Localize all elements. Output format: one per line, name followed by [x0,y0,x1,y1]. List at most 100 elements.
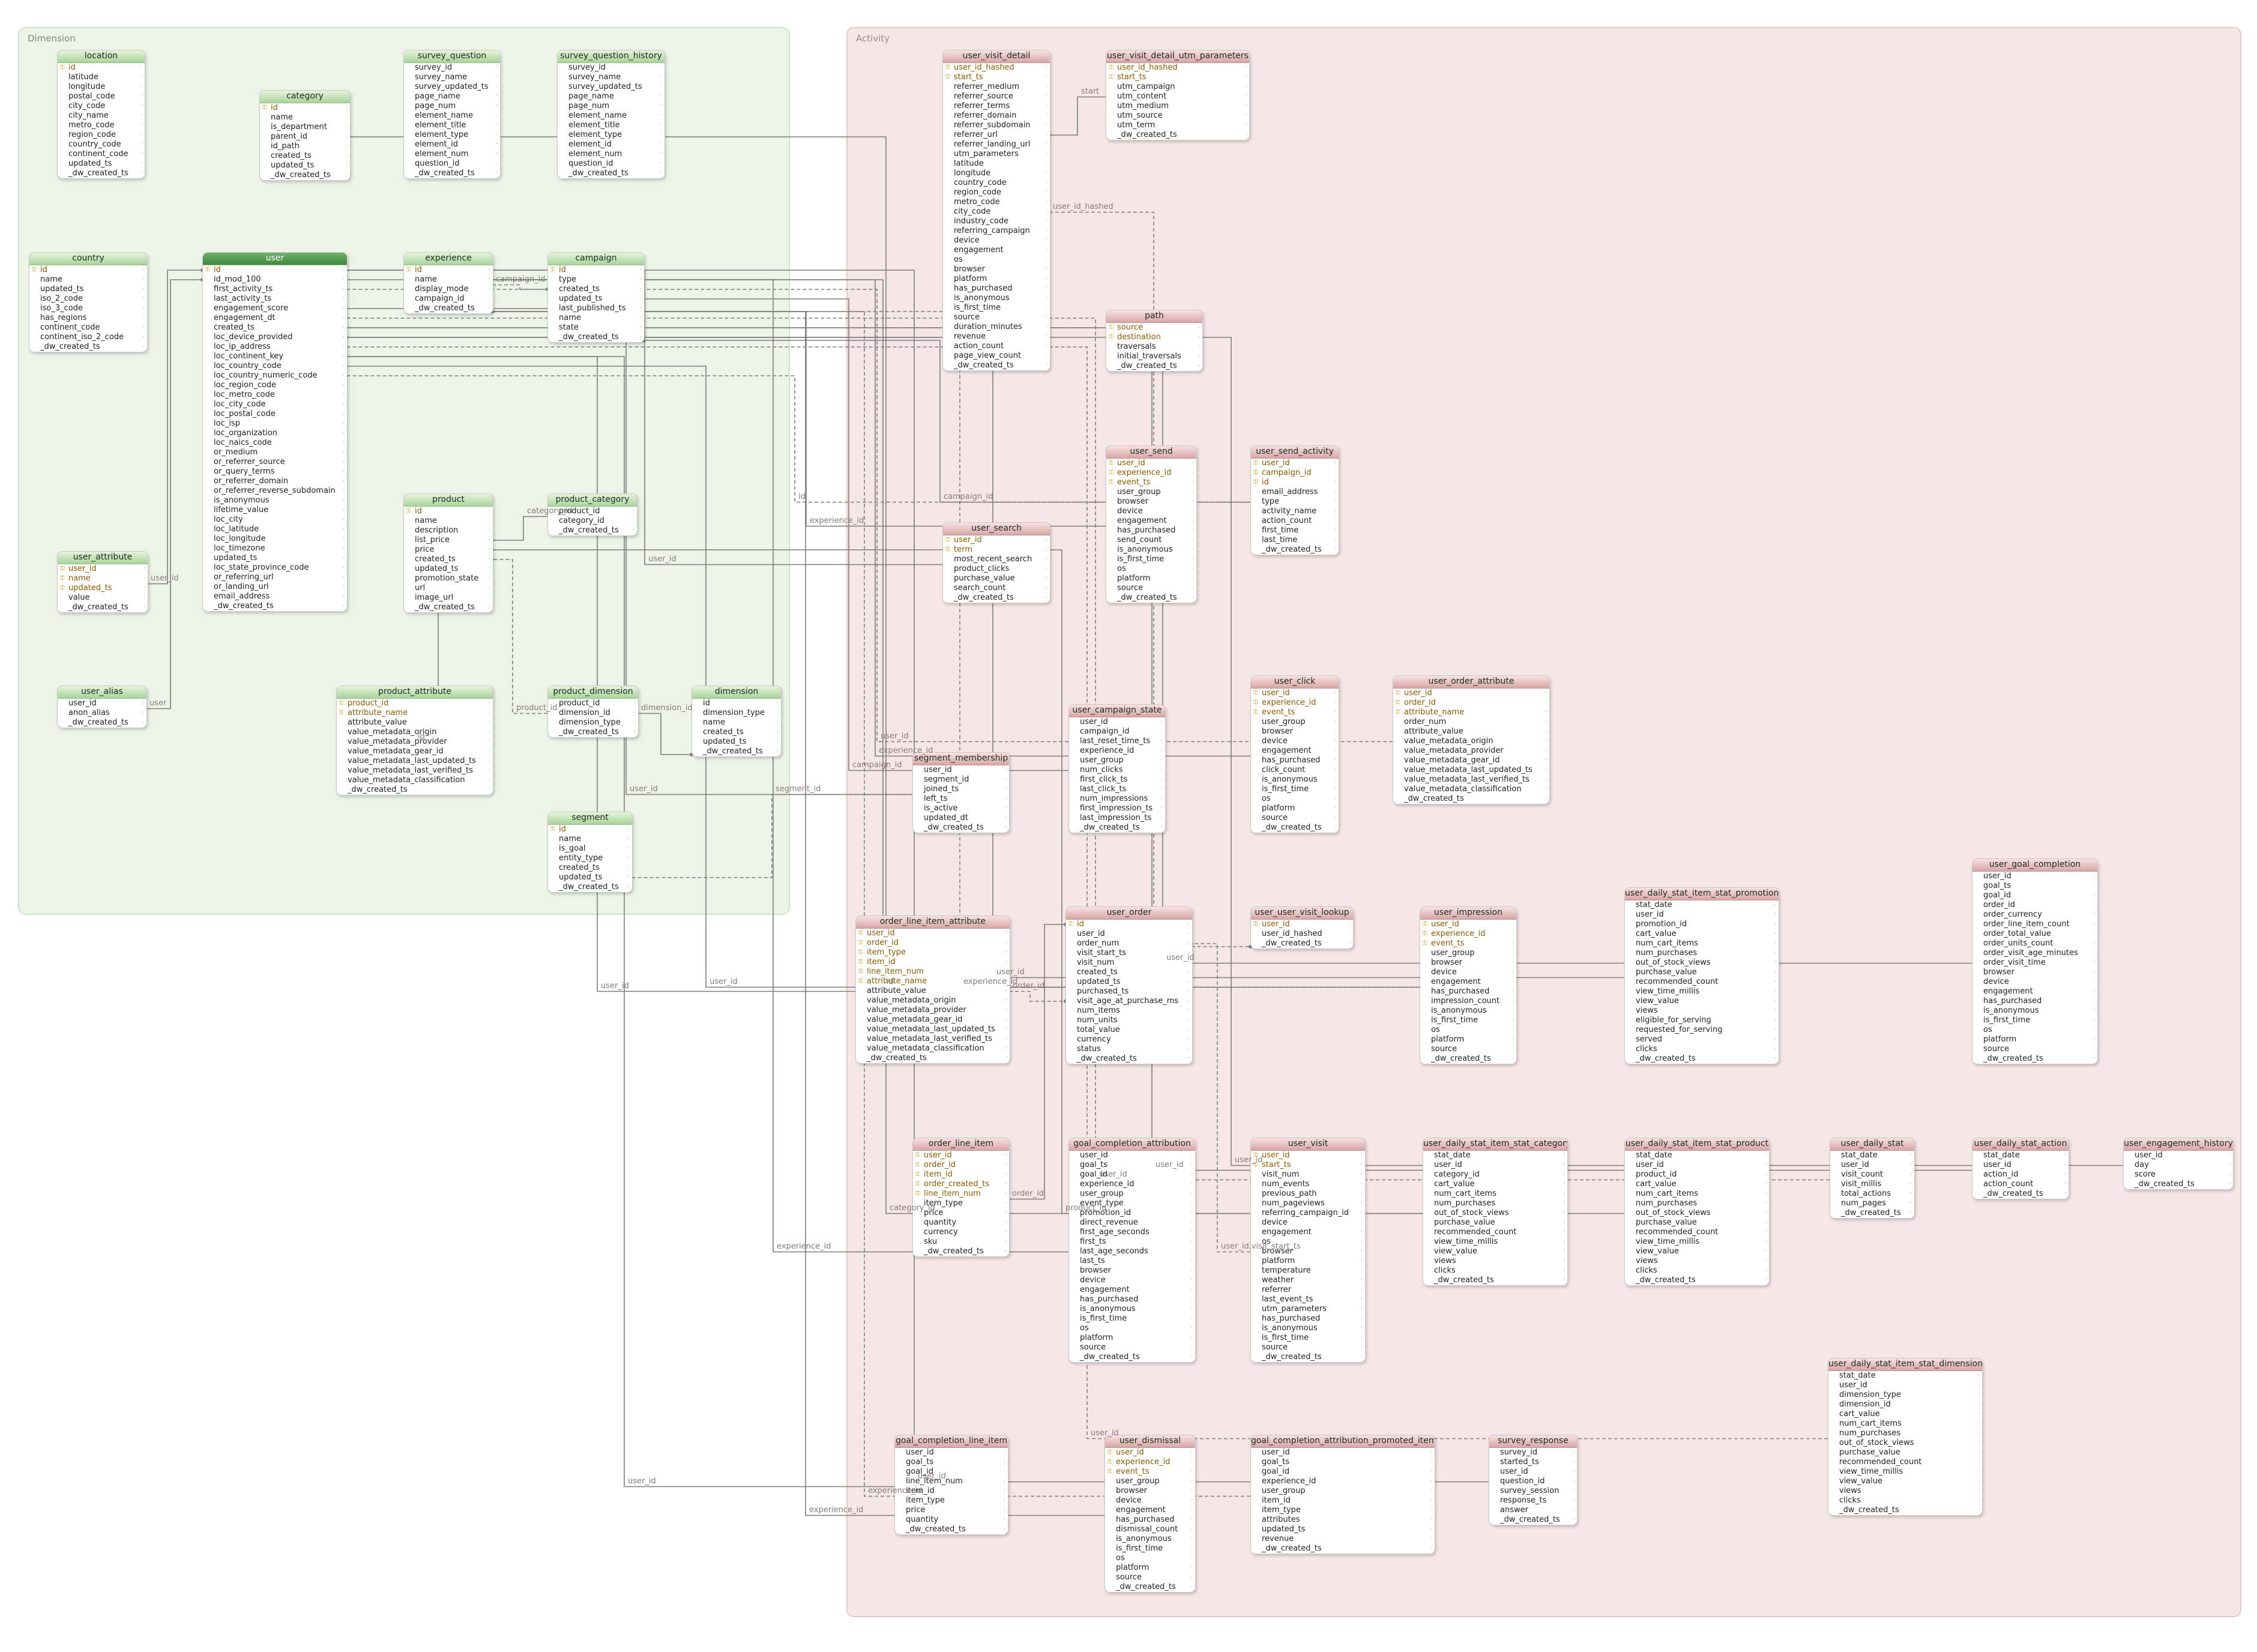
column-row[interactable]: source· [1251,1343,1365,1352]
column-row[interactable]: item_id· [895,1486,1008,1496]
column-row[interactable]: entity_type· [548,854,632,863]
column-row[interactable]: referrer· [1251,1285,1365,1295]
column-row[interactable]: last_age_seconds· [1069,1247,1195,1256]
column-row[interactable]: image_url· [404,593,493,603]
column-row[interactable]: _dw_created_ts· [1106,361,1202,371]
table-category[interactable]: category⚿id·name·is_department·parent_id… [259,90,351,181]
column-row[interactable]: updated_ts· [1251,1525,1435,1534]
table-header[interactable]: product_category [548,494,637,507]
column-row[interactable]: item_type· [895,1496,1008,1506]
column-row[interactable]: metro_code· [943,197,1050,207]
column-row[interactable]: source· [1105,1573,1195,1582]
column-row[interactable]: visit_age_at_purchase_ms· [1066,996,1192,1006]
column-row[interactable]: source· [1069,1343,1195,1352]
column-row[interactable]: has_purchased· [1105,1515,1195,1525]
column-row[interactable]: view_time_millis· [1423,1237,1567,1247]
column-row[interactable]: _dw_created_ts· [1105,1582,1195,1592]
table-header[interactable]: user_send [1106,446,1196,459]
column-row[interactable]: num_pages· [1830,1199,1914,1208]
column-row[interactable]: iso_3_code· [29,304,147,313]
column-row[interactable]: view_value· [1625,1247,1769,1256]
column-row[interactable]: last_time· [1251,535,1339,545]
column-row[interactable]: order_visit_age_minutes· [1972,948,2097,958]
column-row[interactable]: name· [29,275,147,285]
column-row[interactable]: referring_campaign_id· [1251,1208,1365,1218]
column-row[interactable]: latitude· [943,159,1050,169]
column-row[interactable]: id· [692,699,781,708]
table-user-order-attribute[interactable]: user_order_attribute⚿user_id·⚿order_id·⚿… [1393,675,1550,804]
column-row[interactable]: line_item_num· [895,1477,1008,1486]
table-header[interactable]: location [58,50,145,63]
column-row[interactable]: ⚿event_ts· [1251,708,1339,717]
column-row[interactable]: element_title· [558,121,664,130]
column-row[interactable]: updated_ts· [29,285,147,294]
table-user[interactable]: user⚿id·id_mod_100·first_activity_ts·las… [202,252,348,612]
column-row[interactable]: _dw_created_ts· [1420,1054,1516,1064]
column-row[interactable]: last_impression_ts· [1069,813,1165,823]
column-row[interactable]: recommended_count· [1625,977,1779,987]
column-row[interactable]: search_count· [943,583,1050,593]
column-row[interactable]: loc_longitude· [203,534,347,544]
column-row[interactable]: user_id· [1828,1381,1982,1390]
column-row[interactable]: user_id· [2124,1151,2233,1160]
column-row[interactable]: _dw_created_ts· [1251,939,1353,948]
column-row[interactable]: purchased_ts· [1066,987,1192,996]
column-row[interactable]: weather· [1251,1276,1365,1285]
relationship-line[interactable] [346,366,1065,988]
column-row[interactable]: page_num· [558,101,664,111]
table-header[interactable]: goal_completion_line_item [895,1435,1008,1448]
column-row[interactable]: user_group· [1105,1477,1195,1486]
column-row[interactable]: element_num· [404,149,500,159]
table-header[interactable]: segment [548,812,632,825]
column-row[interactable]: last_ts· [1069,1256,1195,1266]
column-row[interactable]: continent_code· [29,323,147,333]
column-row[interactable]: campaign_id· [404,294,493,304]
column-row[interactable]: latitude· [58,73,145,82]
column-row[interactable]: campaign_id· [1069,727,1165,737]
table-experience[interactable]: experience⚿id·name·display_mode·campaign… [403,252,493,314]
column-row[interactable]: _dw_created_ts· [1106,593,1196,603]
column-row[interactable]: utm_term· [1106,121,1249,130]
column-row[interactable]: page_name· [404,92,500,101]
column-row[interactable]: ⚿order_id· [1393,698,1549,708]
table-header[interactable]: user_attribute [58,552,148,564]
column-row[interactable]: engagement_dt· [203,313,347,323]
column-row[interactable]: loc_ip_address· [203,342,347,352]
column-row[interactable]: element_id· [558,140,664,149]
column-row[interactable]: activity_name· [1251,507,1339,516]
column-row[interactable]: action_id· [1972,1170,2069,1180]
column-row[interactable]: _dw_created_ts· [2124,1180,2233,1189]
column-row[interactable]: _dw_created_ts· [404,603,493,612]
column-row[interactable]: ⚿event_ts· [1106,478,1196,487]
column-row[interactable]: _dw_created_ts· [1069,823,1165,833]
column-row[interactable]: clicks· [1625,1045,1779,1054]
column-row[interactable]: attribute_value· [856,986,1010,996]
column-row[interactable]: survey_name· [558,73,664,82]
column-row[interactable]: ⚿experience_id· [1105,1458,1195,1467]
table-header[interactable]: user_visit_detail [943,50,1050,63]
column-row[interactable]: num_cart_items· [1423,1189,1567,1199]
column-row[interactable]: ⚿experience_id· [1420,929,1516,939]
column-row[interactable]: ⚿user_id_hashed· [1106,63,1249,73]
relationship-line[interactable] [346,375,1250,503]
column-row[interactable]: ⚿start_ts· [1106,73,1249,82]
column-row[interactable]: source· [1106,583,1196,593]
column-row[interactable]: is_active· [913,804,1009,813]
column-row[interactable]: _dw_created_ts· [29,342,147,352]
column-row[interactable]: loc_city_code· [203,400,347,409]
column-row[interactable]: order_line_item_count· [1972,920,2097,929]
column-row[interactable]: ⚿id· [260,103,350,113]
column-row[interactable]: survey_id· [404,63,500,73]
column-row[interactable]: quantity· [895,1515,1008,1525]
column-row[interactable]: purchase_value· [1625,1218,1769,1228]
table-header[interactable]: user_alias [58,686,146,699]
column-row[interactable]: user_id· [1069,717,1165,727]
column-row[interactable]: user_id· [1972,1160,2069,1170]
column-row[interactable]: is_anonymous· [1251,1324,1365,1333]
column-row[interactable]: browser· [1105,1486,1195,1496]
